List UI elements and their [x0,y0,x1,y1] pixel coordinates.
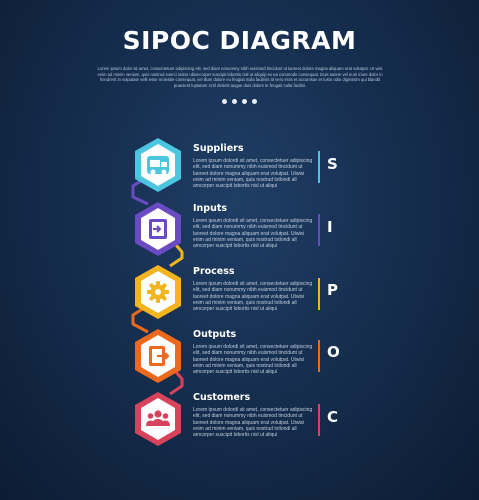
connector-inputs-process [169,244,184,268]
step-desc-customers: Lorem ipsum dolordi sit amet, consectetu… [193,407,313,439]
outputs-hexagon [133,328,183,384]
input-icon [149,219,167,239]
dot [242,99,247,104]
step-title-suppliers: Suppliers [193,143,244,154]
accent-bar-inputs [318,214,320,246]
dot [222,99,227,104]
letter-c: C [327,408,339,426]
gear-icon [147,281,169,303]
truck-icon [147,156,169,175]
letter-o: O [327,343,340,361]
step-desc-suppliers: Lorem ipsum dolordi sit amet, consectetu… [193,158,313,190]
step-title-process: Process [193,266,235,277]
letter-s: S [327,155,338,173]
customers-hexagon [133,391,183,447]
step-title-outputs: Outputs [193,329,237,340]
step-desc-process: Lorem ipsum dolordi sit amet, consectetu… [193,281,313,313]
letter-i: I [327,218,333,236]
people-icon [146,410,170,426]
step-title-inputs: Inputs [193,203,228,214]
pagination-dots [0,99,479,104]
inputs-hexagon [133,201,183,257]
output-icon [149,346,170,366]
connector-outputs-customers [169,371,184,396]
accent-bar-process [318,278,320,310]
intro-text: Lorem ipsum dolor sit amet, consectetuer… [97,66,383,88]
step-desc-outputs: Lorem ipsum dolordi sit amet, consectetu… [193,344,313,376]
dot [252,99,257,104]
letter-p: P [327,281,338,299]
connector-process-outputs [131,306,149,334]
step-desc-inputs: Lorem ipsum dolordi sit amet, consectetu… [193,218,313,250]
accent-bar-outputs [318,340,320,372]
step-title-customers: Customers [193,392,251,403]
page-title: SIPOC DIAGRAM [122,26,357,55]
accent-bar-customers [318,404,320,436]
connector-suppliers-inputs [131,177,149,206]
process-hexagon [133,264,183,320]
suppliers-hexagon [133,137,183,193]
accent-bar-suppliers [318,151,320,183]
dot [232,99,237,104]
